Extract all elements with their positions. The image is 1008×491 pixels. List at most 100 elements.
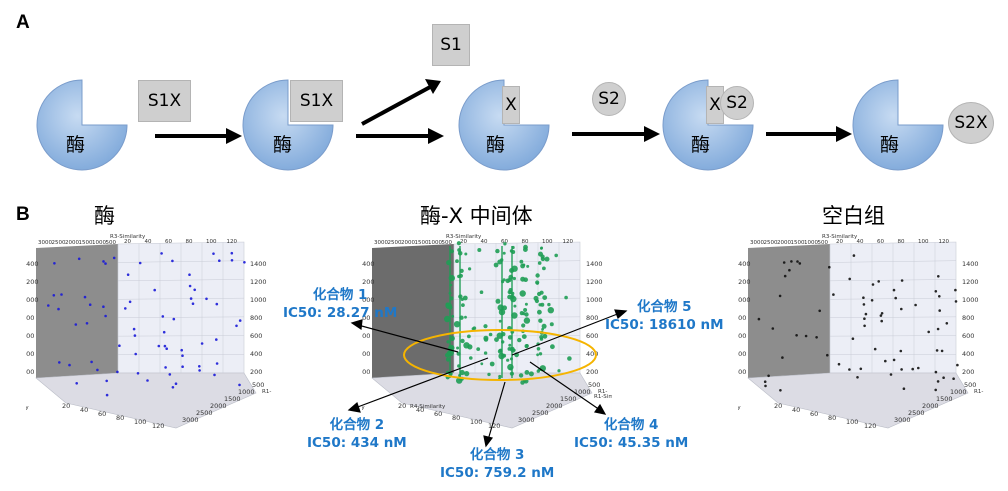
data-point bbox=[456, 346, 460, 350]
data-point bbox=[494, 337, 499, 342]
depth-tick-label: 1500 bbox=[936, 395, 953, 403]
data-point bbox=[467, 344, 473, 350]
data-point bbox=[795, 334, 798, 337]
top-tick-label: 40 bbox=[857, 239, 864, 245]
axis-label-right: R1- bbox=[598, 389, 607, 395]
highlight-ellipse bbox=[403, 329, 597, 381]
data-point bbox=[444, 315, 451, 323]
compound-5-name: 化合物 5 bbox=[636, 299, 692, 315]
data-point bbox=[507, 347, 512, 351]
depth-tick-label: 1000 bbox=[574, 388, 591, 396]
enzyme-label-3: 酶 bbox=[486, 134, 506, 156]
data-point bbox=[778, 294, 782, 298]
data-point bbox=[523, 317, 531, 324]
data-point bbox=[464, 315, 467, 319]
height-tick-label-right: 1000 bbox=[586, 296, 603, 304]
data-point bbox=[798, 262, 802, 265]
data-point bbox=[102, 305, 105, 308]
data-point bbox=[57, 307, 60, 311]
height-tick-label-right: 800 bbox=[250, 314, 262, 322]
data-point bbox=[215, 302, 219, 306]
data-point bbox=[549, 322, 554, 327]
data-point bbox=[483, 335, 489, 341]
data-point bbox=[900, 307, 903, 311]
data-point bbox=[927, 330, 930, 334]
s2-bound-circle: S2 bbox=[720, 86, 754, 120]
height-tick-label: 1200 bbox=[362, 278, 375, 286]
depth-tick-label: 1500 bbox=[224, 395, 241, 403]
top-tick-label: 1000 bbox=[428, 240, 442, 246]
data-point bbox=[495, 248, 500, 254]
data-point bbox=[936, 327, 940, 331]
data-point bbox=[547, 307, 554, 314]
height-tick-label-right: 1000 bbox=[250, 296, 267, 304]
depth-tick-label: 3000 bbox=[182, 416, 199, 424]
data-point bbox=[554, 253, 558, 258]
top-tick-label: 100 bbox=[206, 239, 217, 245]
height-tick-label: 1000 bbox=[738, 296, 751, 304]
reaction-arrows bbox=[155, 79, 852, 144]
data-point bbox=[213, 373, 216, 377]
top-tick-label: 20 bbox=[460, 239, 467, 245]
height-tick-label: 1000 bbox=[362, 296, 375, 304]
depth-tick-label: 2000 bbox=[210, 402, 227, 410]
top-tick-label: 2500 bbox=[764, 240, 778, 246]
height-tick-label: 400 bbox=[738, 350, 746, 358]
data-point bbox=[468, 267, 472, 271]
axis-label-top: R3-Similarity bbox=[110, 234, 146, 240]
depth-tick-label: 2500 bbox=[532, 409, 549, 417]
data-point bbox=[873, 347, 877, 351]
enzyme-label-1: 酶 bbox=[66, 134, 86, 156]
data-point bbox=[537, 261, 542, 265]
axis-label-right: R1- bbox=[974, 389, 983, 395]
data-point bbox=[517, 337, 522, 343]
data-point bbox=[215, 362, 219, 365]
data-point bbox=[476, 347, 481, 351]
axis-label-left: urity bbox=[26, 405, 29, 411]
data-point bbox=[894, 296, 897, 300]
data-point bbox=[477, 248, 482, 252]
data-point bbox=[495, 298, 501, 304]
scatter-plot-enzyme-x: R3-SimilarityR1-urityR4-SimilarityR1-Sim… bbox=[362, 234, 612, 430]
data-point bbox=[132, 327, 136, 331]
data-point bbox=[453, 321, 461, 328]
data-point bbox=[782, 261, 786, 264]
data-point bbox=[767, 374, 770, 378]
compound-5-callout: 化合物 5 IC50: 18610 nM bbox=[605, 298, 724, 334]
data-point bbox=[934, 290, 938, 293]
data-point bbox=[53, 262, 56, 265]
top-tick-label: 120 bbox=[563, 239, 574, 245]
plot-title-blank: 空白组 bbox=[822, 204, 885, 228]
front-tick-label: 60 bbox=[434, 410, 442, 418]
depth-tick-label: 1500 bbox=[560, 395, 577, 403]
data-point bbox=[116, 370, 119, 374]
top-tick-label: 500 bbox=[442, 240, 453, 246]
data-point bbox=[180, 348, 183, 352]
data-point bbox=[112, 256, 116, 260]
data-point bbox=[523, 277, 528, 282]
data-point bbox=[464, 252, 468, 256]
top-tick-label: 20 bbox=[124, 239, 131, 245]
data-point bbox=[446, 340, 450, 344]
data-point bbox=[502, 251, 506, 255]
axis-label-bottom-right: R1-Similarity bbox=[594, 394, 612, 400]
data-point bbox=[456, 241, 461, 246]
compound-4-ic50: IC50: 45.35 nM bbox=[574, 435, 689, 451]
data-point bbox=[513, 304, 517, 308]
front-tick-label: 60 bbox=[98, 410, 106, 418]
front-tick-label: 120 bbox=[864, 422, 876, 430]
data-point bbox=[171, 386, 175, 389]
data-point bbox=[512, 276, 516, 281]
data-point bbox=[461, 303, 465, 307]
data-point bbox=[538, 318, 543, 323]
data-point bbox=[172, 317, 176, 321]
data-point bbox=[557, 369, 561, 373]
height-tick-label-right: 1200 bbox=[586, 278, 603, 286]
data-point bbox=[168, 373, 172, 376]
data-point bbox=[77, 257, 81, 261]
top-tick-label: 40 bbox=[481, 239, 488, 245]
data-point bbox=[536, 353, 539, 357]
data-point bbox=[852, 254, 856, 257]
data-point bbox=[848, 277, 851, 281]
